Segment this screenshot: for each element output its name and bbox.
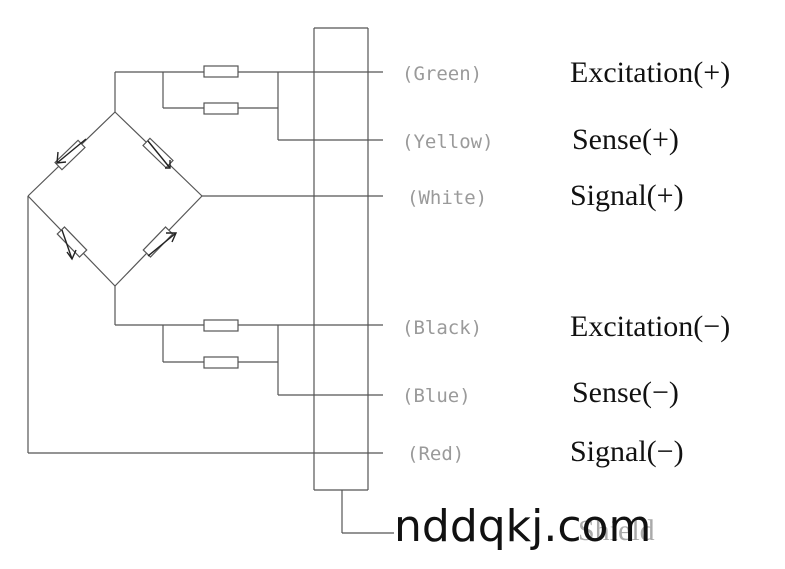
adjust-arrow-icon bbox=[147, 232, 177, 257]
adjust-arrow-head-icon bbox=[166, 232, 178, 243]
adjust-arrow-icon bbox=[147, 140, 171, 169]
wire-color-label-black: (Black) bbox=[402, 317, 482, 339]
shield-label: Shield bbox=[578, 514, 655, 547]
wire-color-label-green: (Green) bbox=[402, 63, 482, 85]
signal-label-excitation-plus: Excitation(+) bbox=[570, 56, 730, 89]
wire-color-label-yellow: (Yellow) bbox=[402, 131, 494, 153]
signal-label-sense-plus: Sense(+) bbox=[572, 123, 679, 156]
bridge-resistor-lower-left bbox=[56, 226, 88, 258]
signal-label-signal-plus: Signal(+) bbox=[570, 179, 684, 212]
bridge-resistor-upper-left bbox=[54, 139, 86, 171]
cable-sheath bbox=[313, 27, 369, 491]
adjust-arrow-icon bbox=[61, 229, 73, 260]
adjust-arrow-head-icon bbox=[56, 151, 67, 164]
top-compensation-network bbox=[114, 65, 383, 141]
signal-minus-wire bbox=[27, 196, 383, 454]
compensation-resistor bbox=[203, 356, 239, 369]
signal-label-excitation-minus: Excitation(−) bbox=[570, 310, 730, 343]
bottom-compensation-network bbox=[114, 286, 383, 396]
compensation-resistor bbox=[203, 65, 239, 78]
shield-wire bbox=[341, 490, 394, 534]
compensation-resistor bbox=[203, 102, 239, 115]
signal-label-sense-minus: Sense(−) bbox=[572, 376, 679, 409]
bridge-resistor-lower-right bbox=[142, 226, 174, 258]
wire-color-label-red: (Red) bbox=[407, 443, 464, 465]
compensation-resistor bbox=[203, 319, 239, 332]
adjust-arrow-head-icon bbox=[66, 249, 77, 261]
watermark-text: nddqkj.com bbox=[394, 501, 651, 552]
adjust-arrow-icon bbox=[56, 138, 87, 164]
wire-color-label-white: (White) bbox=[407, 187, 487, 209]
wire-color-label-blue: (Blue) bbox=[402, 385, 471, 407]
wheatstone-bridge bbox=[27, 111, 203, 287]
adjust-arrow-head-icon bbox=[165, 160, 171, 169]
signal-label-signal-minus: Signal(−) bbox=[570, 435, 684, 468]
